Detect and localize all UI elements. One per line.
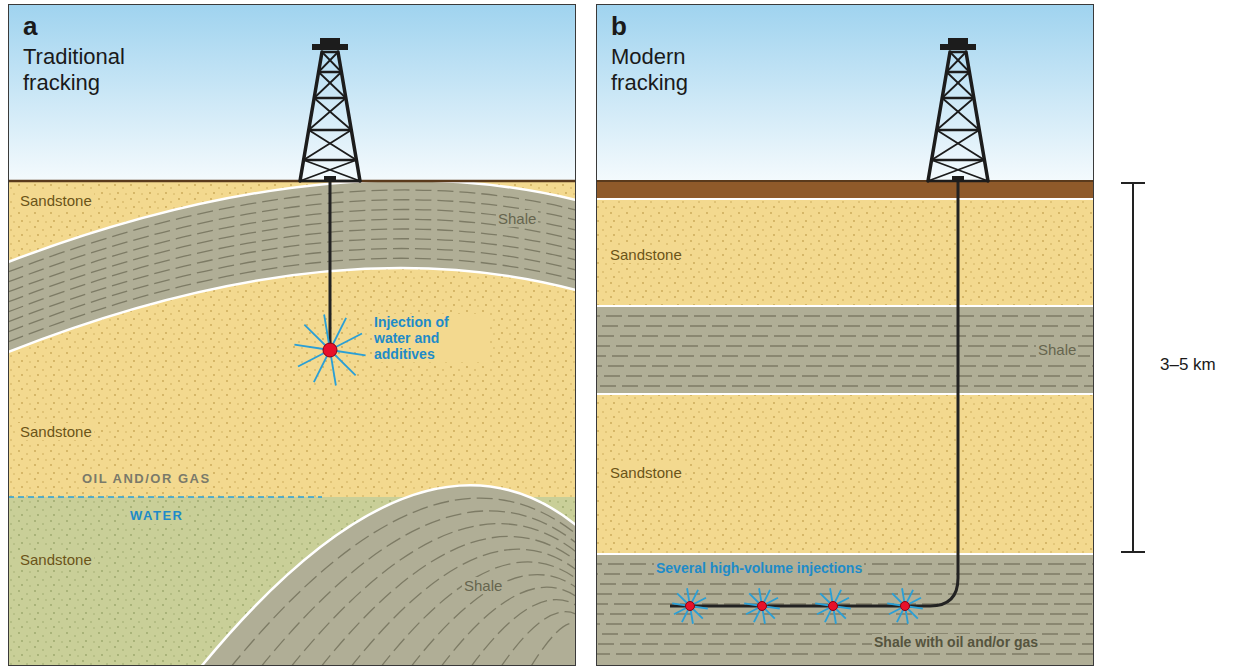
layer-label: Shale with oil and/or gas [872,634,1040,650]
layer-label: Shale [462,577,504,594]
sky [8,4,576,181]
layer-label: Several high-volume injections [654,560,864,576]
layer-label: OIL AND/OR GAS [80,472,213,487]
layer-label: Shale [1036,341,1078,358]
well-pipe [670,181,958,606]
layer-label: Sandstone [608,246,684,263]
layer-label: Shale [496,210,538,227]
dimension-label: 3–5 km [1158,355,1218,375]
geology-b [596,198,1094,666]
sky [596,4,1094,181]
layer-label: Sandstone [18,192,94,209]
depth-bracket [1121,183,1145,552]
derrick [300,38,360,182]
layer-label: Injection of water and additives [372,314,488,362]
injection-burst [672,588,923,624]
panel-letter: a [23,13,561,40]
injection-burst [294,314,365,385]
well-pipe [329,181,332,350]
derrick [928,38,988,182]
panel-letter: b [611,13,1079,40]
layer-label: Sandstone [608,464,684,481]
geology-a [8,181,576,666]
layer-label: Sandstone [18,423,94,440]
panel-title: Traditional fracking [23,44,173,95]
layer-label: WATER [128,509,185,524]
topsoil [596,181,1094,199]
panel-title: Modern fracking [611,44,761,95]
layer-label: Sandstone [18,551,94,568]
